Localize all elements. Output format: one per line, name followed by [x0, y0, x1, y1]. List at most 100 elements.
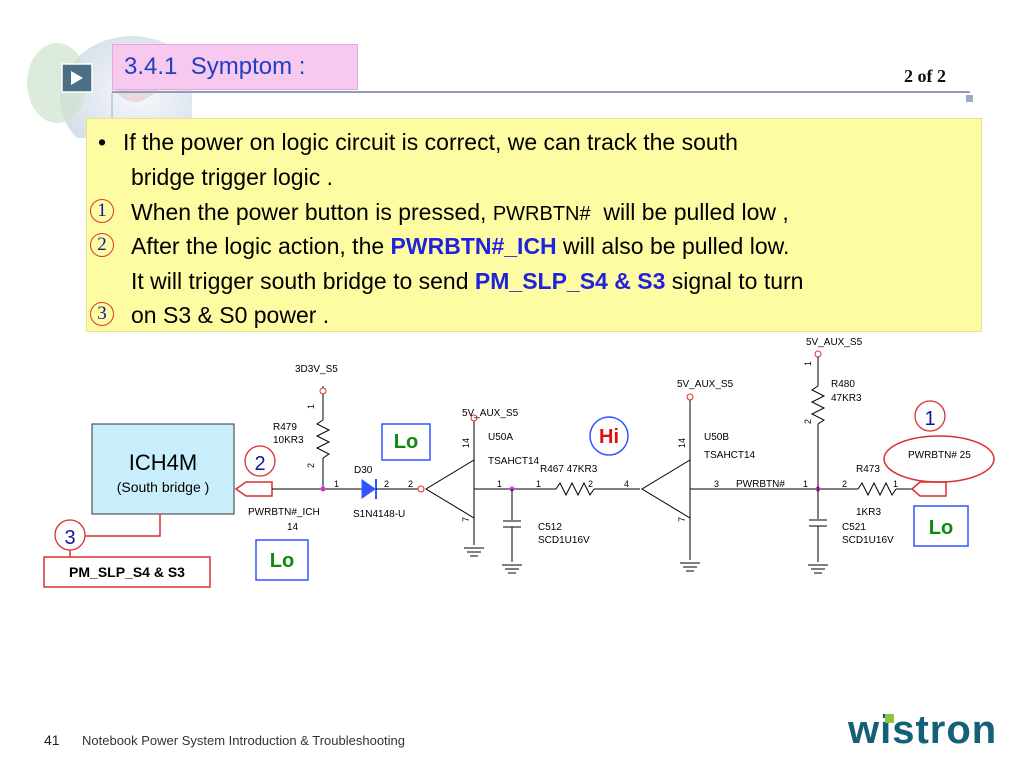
schematic-marker-3: 3 [64, 527, 75, 549]
section-title: 3.4.1 Symptom : [124, 53, 306, 80]
header-divider [112, 91, 970, 93]
footer-course-title: Notebook Power System Introduction & Tro… [82, 733, 406, 748]
u50a-name: U50A [488, 432, 513, 443]
step-marker-2: 2 [90, 233, 114, 257]
u50a-pin-2: 2 [408, 479, 413, 489]
state-lo-right: Lo [929, 517, 953, 539]
lo-box-right [913, 505, 969, 547]
line-5-signal: PM_SLP_S4 & S3 [474, 268, 666, 294]
c521-pin-1: 1 [803, 479, 808, 489]
line-3-text-end: will be pulled low , [590, 199, 789, 225]
u50b-pin-14: 14 [677, 438, 687, 448]
c521-part: SCD1U16V [842, 535, 894, 546]
r479-pin-1: 1 [306, 404, 316, 409]
d30-diode [361, 479, 376, 499]
u50a-inverter [425, 459, 475, 519]
explanation-line-6: on S3 & S0 power . [131, 302, 330, 328]
u50a-pin-1: 1 [497, 479, 502, 489]
left-vertical-rule [111, 93, 113, 118]
pwrbtn-ich-port [234, 481, 273, 497]
pm-slp-label: PM_SLP_S4 & S3 [69, 564, 185, 580]
r473-pin-2: 2 [842, 479, 847, 489]
pwrbtn-highlight-ellipse [883, 435, 995, 483]
line-5-text-end: signal to turn [665, 268, 804, 294]
rail-5v-r480-label: 5V_AUX_S5 [806, 337, 863, 348]
r473-resistor [857, 481, 897, 497]
d30-pin-1: 1 [334, 479, 339, 489]
r473-value: 1KR3 [856, 507, 881, 518]
u50b-inverter [641, 459, 691, 519]
rail-5v-u50a-label: 5V_AUX_S5 [462, 408, 519, 419]
r479-value: 10KR3 [273, 435, 304, 446]
line-5-text: It will trigger south bridge to send [131, 268, 475, 294]
r479-resistor [315, 419, 331, 459]
r480-value: 47KR3 [831, 393, 862, 404]
u50b-part: TSAHCT14 [704, 450, 756, 461]
u50b-name: U50B [704, 432, 729, 443]
step-marker-3: 3 [90, 302, 114, 326]
ich4m-subtitle: (South bridge ) [117, 479, 210, 495]
r467-label: R467 47KR3 [540, 464, 598, 475]
state-lo-d30: Lo [394, 431, 418, 453]
explanation-line-4: After the logic action, the PWRBTN#_ICH … [131, 232, 789, 260]
d30-part: S1N4148-U [353, 509, 405, 520]
r473-pin-1: 1 [893, 479, 898, 489]
c512-name: C512 [538, 522, 562, 533]
header-divider-square [966, 95, 973, 102]
d30-pin-2: 2 [384, 479, 389, 489]
r480-name: R480 [831, 379, 855, 390]
step-marker-1: 1 [90, 199, 114, 223]
r480-pin-1: 1 [803, 361, 813, 366]
line-4-text-end: will also be pulled low. [556, 233, 790, 259]
section-title-box [112, 44, 358, 90]
lo-box-d30 [381, 423, 431, 461]
explanation-line-2: bridge trigger logic . [131, 164, 333, 190]
net-pwrbtn-ich-number: 14 [287, 522, 299, 533]
wistron-logo-text: wistron [848, 708, 998, 752]
ich4m-box [91, 423, 235, 515]
r467-resistor [555, 481, 595, 497]
r479-pin-2: 2 [306, 463, 316, 468]
footer-page-number: 41 [44, 732, 60, 748]
pwrbtn-connector-label: PWRBTN# 25 [908, 450, 971, 461]
explanation-text-box: • If the power on logic circuit is corre… [86, 118, 982, 332]
c521-name: C521 [842, 522, 866, 533]
line-3-signal: PWRBTN# [492, 203, 591, 225]
page-indicator: 2 of 2 [904, 66, 946, 86]
net-pwrbtn-ich-label: PWRBTN#_ICH [248, 507, 320, 518]
explanation-line-3: When the power button is pressed, PWRBTN… [131, 198, 789, 228]
line-3-text: When the power button is pressed, [131, 199, 493, 225]
u50a-pin-14: 14 [461, 438, 471, 448]
pm-slp-label-box [43, 556, 211, 588]
r479-name: R479 [273, 422, 297, 433]
r467-pin-2: 2 [588, 479, 593, 489]
hi-indicator-circle [589, 416, 629, 456]
line-4-text: After the logic action, the [131, 233, 391, 259]
u50a-part: TSAHCT14 [488, 456, 540, 467]
bullet-symbol: • [98, 129, 107, 155]
c512-part: SCD1U16V [538, 535, 590, 546]
r480-resistor [810, 385, 826, 425]
state-lo-bottom: Lo [270, 550, 294, 572]
net-pwrbtn-label: PWRBTN# [736, 479, 785, 490]
d30-name: D30 [354, 465, 373, 476]
r480-pin-2: 2 [803, 419, 813, 424]
state-hi: Hi [599, 426, 619, 448]
u50a-pin-7: 7 [461, 517, 471, 522]
schematic-marker-1: 1 [924, 408, 935, 430]
lo-box-bottom [255, 539, 309, 581]
line-4-signal: PWRBTN#_ICH [390, 233, 557, 259]
wistron-logo-dot-icon [885, 714, 894, 723]
schematic-marker-2: 2 [254, 453, 265, 475]
u50b-pin-7: 7 [677, 517, 687, 522]
explanation-line-1: If the power on logic circuit is correct… [123, 129, 738, 155]
ich4m-title: ICH4M [129, 450, 197, 475]
rail-3d3v-label: 3D3V_S5 [295, 364, 338, 375]
explanation-line-5: It will trigger south bridge to send PM_… [131, 267, 803, 295]
rail-5v-u50b-label: 5V_AUX_S5 [677, 379, 734, 390]
u50b-pin-4: 4 [624, 479, 629, 489]
r467-pin-1: 1 [536, 479, 541, 489]
pwrbtn-connector [910, 481, 947, 497]
r473-name: R473 [856, 464, 880, 475]
pwrbtn-schematic: ICH4M (South bridge ) PM_SLP_S4 & S3 2 3… [43, 337, 995, 588]
